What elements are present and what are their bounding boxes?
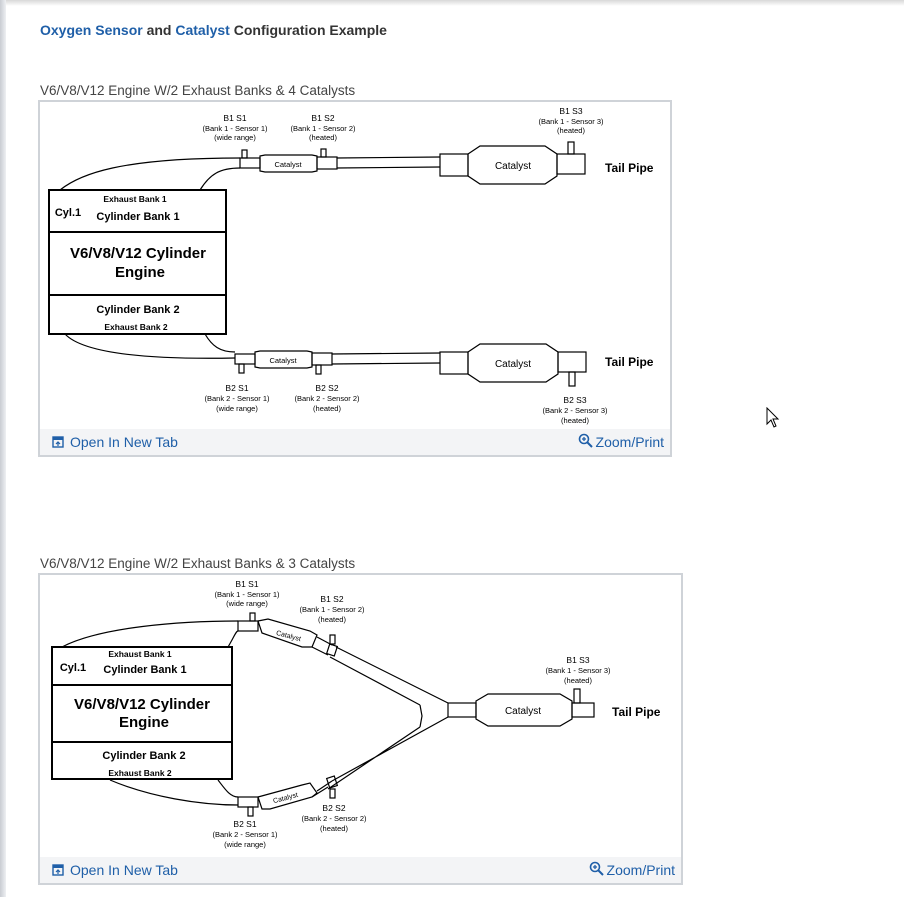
label-b2s1-sub2: (wide range) [216,404,258,413]
figure2-diagram[interactable]: B1 S1 (Bank 1 - Sensor 1) (wide range) B… [40,575,681,857]
figure1-caption: V6/V8/V12 Engine W/2 Exhaust Banks & 4 C… [40,83,356,98]
label-b2s3-sub: (Bank 2 - Sensor 3) [542,406,608,415]
oxygen-sensor-link[interactable]: Oxygen Sensor [40,22,143,38]
figure2-footer: Open In New Tab Zoom/Print [40,857,681,883]
label-b1s2: B1 S2 [311,113,334,123]
title-connector: and [142,22,176,38]
label-b1s1: B1 S1 [223,113,246,123]
label-b1s1-sub2: (wide range) [214,133,256,142]
label-b1s3-sub2: (heated) [557,126,585,135]
top-toolbar-shadow [0,0,904,6]
label2-b2s1: B2 S1 [233,819,256,829]
catalyst2-large: Catalyst [505,706,541,717]
label2-b2s1-sub2: (wide range) [224,840,266,849]
catalyst2-small-top: Catalyst [275,630,301,643]
label-b2s2: B2 S2 [315,383,338,393]
figure1-diagram[interactable]: B1 S1 (Bank 1 - Sensor 1) (wide range) B… [40,102,670,429]
label2-b1s3-sub: (Bank 1 - Sensor 3) [545,666,611,675]
cylinder2-bank2: Cylinder Bank 2 [102,750,185,762]
mouse-cursor-icon [766,407,780,428]
label-b1s3: B1 S3 [559,106,582,116]
catalyst-small-bottom: Catalyst [269,356,297,365]
figure1-container: B1 S1 (Bank 1 - Sensor 1) (wide range) B… [38,100,672,457]
label2-b1s2-sub2: (heated) [318,615,346,624]
tail-pipe-bottom: Tail Pipe [605,355,654,369]
label-b2s1-sub: (Bank 2 - Sensor 1) [204,394,270,403]
catalyst2-small-bottom: Catalyst [272,792,298,805]
catalyst-link[interactable]: Catalyst [175,22,230,38]
catalyst-large-top: Catalyst [495,161,531,172]
catalyst-large-bottom: Catalyst [495,359,531,370]
engine2-line2: Engine [119,714,169,731]
label2-b2s1-sub: (Bank 2 - Sensor 1) [212,830,278,839]
label-b2s2-sub: (Bank 2 - Sensor 2) [294,394,360,403]
figure2-zoom-print[interactable]: Zoom/Print [589,859,675,878]
figure2-open-new-tab[interactable]: Open In New Tab [52,862,178,878]
label-b2s2-sub2: (heated) [313,404,341,413]
label-b2s1: B2 S1 [225,383,248,393]
zoom-print-label: Zoom/Print [606,862,675,878]
tail-pipe2: Tail Pipe [612,705,661,719]
figure2-caption: V6/V8/V12 Engine W/2 Exhaust Banks & 3 C… [40,556,356,571]
label-b1s2-sub: (Bank 1 - Sensor 2) [290,124,356,133]
label2-b1s1-sub2: (wide range) [226,599,268,608]
open-new-tab-label: Open In New Tab [70,434,178,450]
cyl2-label: Cyl.1 [60,662,86,674]
label2-b1s3: B1 S3 [566,655,589,665]
open-new-tab-icon [52,436,64,448]
label2-b1s2-sub: (Bank 1 - Sensor 2) [299,605,365,614]
label2-b2s2-sub: (Bank 2 - Sensor 2) [301,814,367,823]
cylinder-bank1: Cylinder Bank 1 [96,211,179,223]
exhaust2-bank1: Exhaust Bank 1 [108,649,172,659]
zoom-icon [589,861,604,876]
exhaust2-bank2: Exhaust Bank 2 [108,768,172,778]
label2-b1s2: B1 S2 [320,594,343,604]
zoom-icon [578,433,593,448]
engine-line2: Engine [115,264,165,281]
label2-b1s1: B1 S1 [235,579,258,589]
figure1-footer: Open In New Tab Zoom/Print [40,429,670,455]
engine-line1: V6/V8/V12 Cylinder [70,245,206,262]
label-b1s3-sub: (Bank 1 - Sensor 3) [538,117,604,126]
exhaust-bank2: Exhaust Bank 2 [104,322,168,332]
engine2-line1: V6/V8/V12 Cylinder [74,696,210,713]
left-scroll-edge [0,0,6,897]
label2-b2s2: B2 S2 [322,803,345,813]
open-new-tab-label: Open In New Tab [70,862,178,878]
label-b2s3-sub2: (heated) [561,416,589,425]
zoom-print-label: Zoom/Print [595,434,664,450]
label-b1s1-sub: (Bank 1 - Sensor 1) [202,124,268,133]
open-new-tab-icon [52,864,64,876]
cylinder2-bank1: Cylinder Bank 1 [103,664,186,676]
page-title: Oxygen Sensor and Catalyst Configuration… [40,22,387,38]
cyl1-label: Cyl.1 [55,207,81,219]
title-suffix: Configuration Example [229,22,387,38]
label-b2s3: B2 S3 [563,395,586,405]
catalyst-small-top: Catalyst [274,160,302,169]
tail-pipe-top: Tail Pipe [605,161,654,175]
label-b1s2-sub2: (heated) [309,133,337,142]
exhaust-bank1: Exhaust Bank 1 [103,194,167,204]
label2-b2s2-sub2: (heated) [320,824,348,833]
label2-b1s3-sub2: (heated) [564,676,592,685]
cylinder-bank2: Cylinder Bank 2 [96,304,179,316]
figure2-container: B1 S1 (Bank 1 - Sensor 1) (wide range) B… [38,573,683,885]
label2-b1s1-sub: (Bank 1 - Sensor 1) [214,590,280,599]
figure1-open-new-tab[interactable]: Open In New Tab [52,434,178,450]
figure1-zoom-print[interactable]: Zoom/Print [578,431,664,450]
